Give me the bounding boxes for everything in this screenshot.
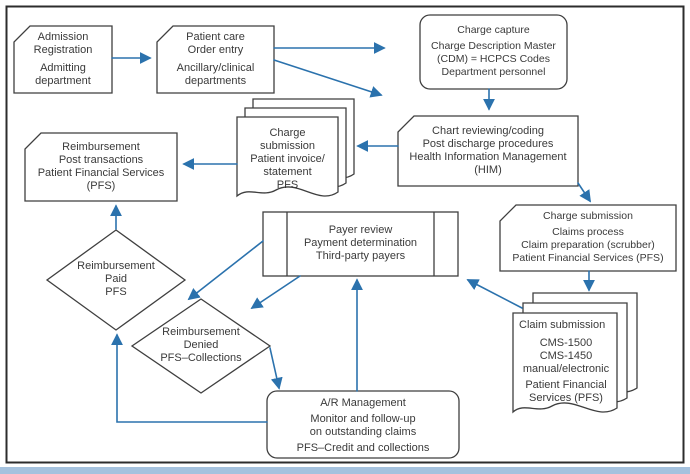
node-text-line: Department personnel: [441, 66, 546, 78]
arrow-payer-review-to-paid-diamond: [187, 240, 264, 301]
node-text-line: Denied: [183, 339, 219, 351]
node-text-line: Paid: [104, 273, 128, 285]
arrow-ar-management-to-paid-diamond: [111, 333, 268, 423]
shape-reimbursement-paid-diamond: [45, 229, 187, 331]
node-text-line: Patient invoice/: [250, 153, 325, 165]
node-text-line: CMS-1450: [539, 350, 593, 362]
node-text-line: Chart reviewing/coding: [432, 125, 544, 137]
arrow-patient-care-to-chart-review: [273, 59, 383, 98]
arrow-claim-stack-to-payer-review: [466, 279, 523, 309]
node-text-line: PFS: [276, 179, 299, 191]
node-reimbursement-post: Reimbursement Post transactions Patient …: [25, 141, 177, 193]
shape-charge-capture: [419, 14, 568, 90]
shape-ar-management: [266, 390, 460, 459]
node-text-line: Admission: [37, 31, 89, 43]
node-text-line: Reimbursement: [77, 260, 155, 272]
arrow-denied-diamond-to-ar-management: [269, 347, 283, 390]
node-charge-submission-invoice: Charge submission Patient invoice/ state…: [239, 127, 336, 192]
shape-admission: [13, 25, 113, 94]
node-text-line: Reimbursement: [62, 141, 140, 153]
node-text-line: (HIM): [474, 164, 502, 176]
node-text-line: Registration: [33, 44, 93, 56]
node-text-line: department: [35, 75, 91, 87]
node-text-line: Patient Financial Services (PFS): [512, 252, 664, 264]
node-text-line: Claim preparation (scrubber): [521, 239, 655, 251]
node-text-line: Charge Description Master: [431, 40, 556, 52]
node-admission: Admission Registration Admitting departm…: [14, 31, 112, 88]
node-text-line: departments: [184, 75, 247, 87]
node-text-line: (CDM) = HCPCS Codes: [437, 53, 550, 65]
node-chart-review: Chart reviewing/coding Post discharge pr…: [398, 125, 578, 177]
node-reimbursement-paid: Reimbursement Paid PFS: [56, 260, 176, 299]
node-text-line: A/R Management: [320, 397, 406, 409]
node-text-line: Ancillary/clinical: [176, 62, 255, 74]
node-text-line: Services (PFS): [529, 392, 603, 404]
shape-payer-review: [262, 211, 459, 277]
shape-chart-review: [397, 115, 579, 187]
node-patient-care: Patient care Order entry Ancillary/clini…: [157, 31, 274, 88]
node-reimbursement-denied: Reimbursement Denied PFS–Collections: [141, 326, 261, 365]
node-claim-submission: Claim submission CMS-1500 CMS-1450 manua…: [519, 319, 613, 405]
node-charge-capture: Charge capture Charge Description Master…: [422, 24, 565, 79]
node-text-line: Order entry: [187, 44, 244, 56]
node-text-line: Post transactions: [58, 154, 144, 166]
node-text-line: PFS–Credit and collections: [296, 442, 430, 454]
node-text-line: Charge submission: [543, 210, 633, 222]
node-text-line: Patient Financial: [525, 379, 607, 391]
node-text-line: Patient Financial Services: [37, 167, 165, 179]
node-text-line: Third-party payers: [315, 250, 406, 262]
node-text-line: Claim submission: [519, 319, 606, 331]
arrow-payer-review-to-denied-diamond: [250, 275, 301, 309]
shape-reimbursement-denied-diamond: [130, 298, 272, 394]
node-text-line: statement: [263, 166, 312, 178]
node-text-line: CMS-1500: [539, 337, 593, 349]
node-text-line: (PFS): [86, 180, 116, 192]
arrow-chart-review-to-claims: [577, 182, 591, 203]
node-text-line: Charge: [269, 127, 306, 139]
node-text-line: Reimbursement: [162, 326, 240, 338]
node-ar-management: A/R Management Monitor and follow-up on …: [271, 397, 455, 455]
node-text-line: Payment determination: [303, 237, 418, 249]
node-text-line: Patient care: [186, 31, 245, 43]
shape-reimbursement-post: [24, 132, 178, 202]
node-text-line: on outstanding claims: [309, 426, 417, 438]
shape-claim-doc-front: [512, 312, 618, 414]
outer-border: [5, 5, 685, 464]
node-text-line: Claims process: [552, 226, 624, 238]
node-text-line: Admitting: [40, 62, 86, 74]
node-text-line: manual/electronic: [522, 363, 610, 375]
node-text-line: PFS–Collections: [160, 352, 242, 364]
node-text-line: PFS: [105, 286, 127, 298]
shape-patient-care: [156, 25, 275, 94]
node-text-line: Health Information Management: [409, 151, 567, 163]
bottom-accent-strip: [0, 467, 690, 474]
node-text-line: Charge capture: [457, 24, 530, 36]
node-text-line: submission: [259, 140, 316, 152]
shape-charge-submission-claims: [499, 204, 677, 272]
node-text-line: Monitor and follow-up: [310, 413, 416, 425]
shape-invoice-doc-front: [236, 116, 339, 198]
node-charge-submission-claims: Charge submission Claims process Claim p…: [503, 210, 673, 265]
node-text-line: Payer review: [328, 224, 393, 236]
node-payer-review: Payer review Payment determination Third…: [289, 224, 432, 263]
node-text-line: Post discharge procedures: [422, 138, 554, 150]
